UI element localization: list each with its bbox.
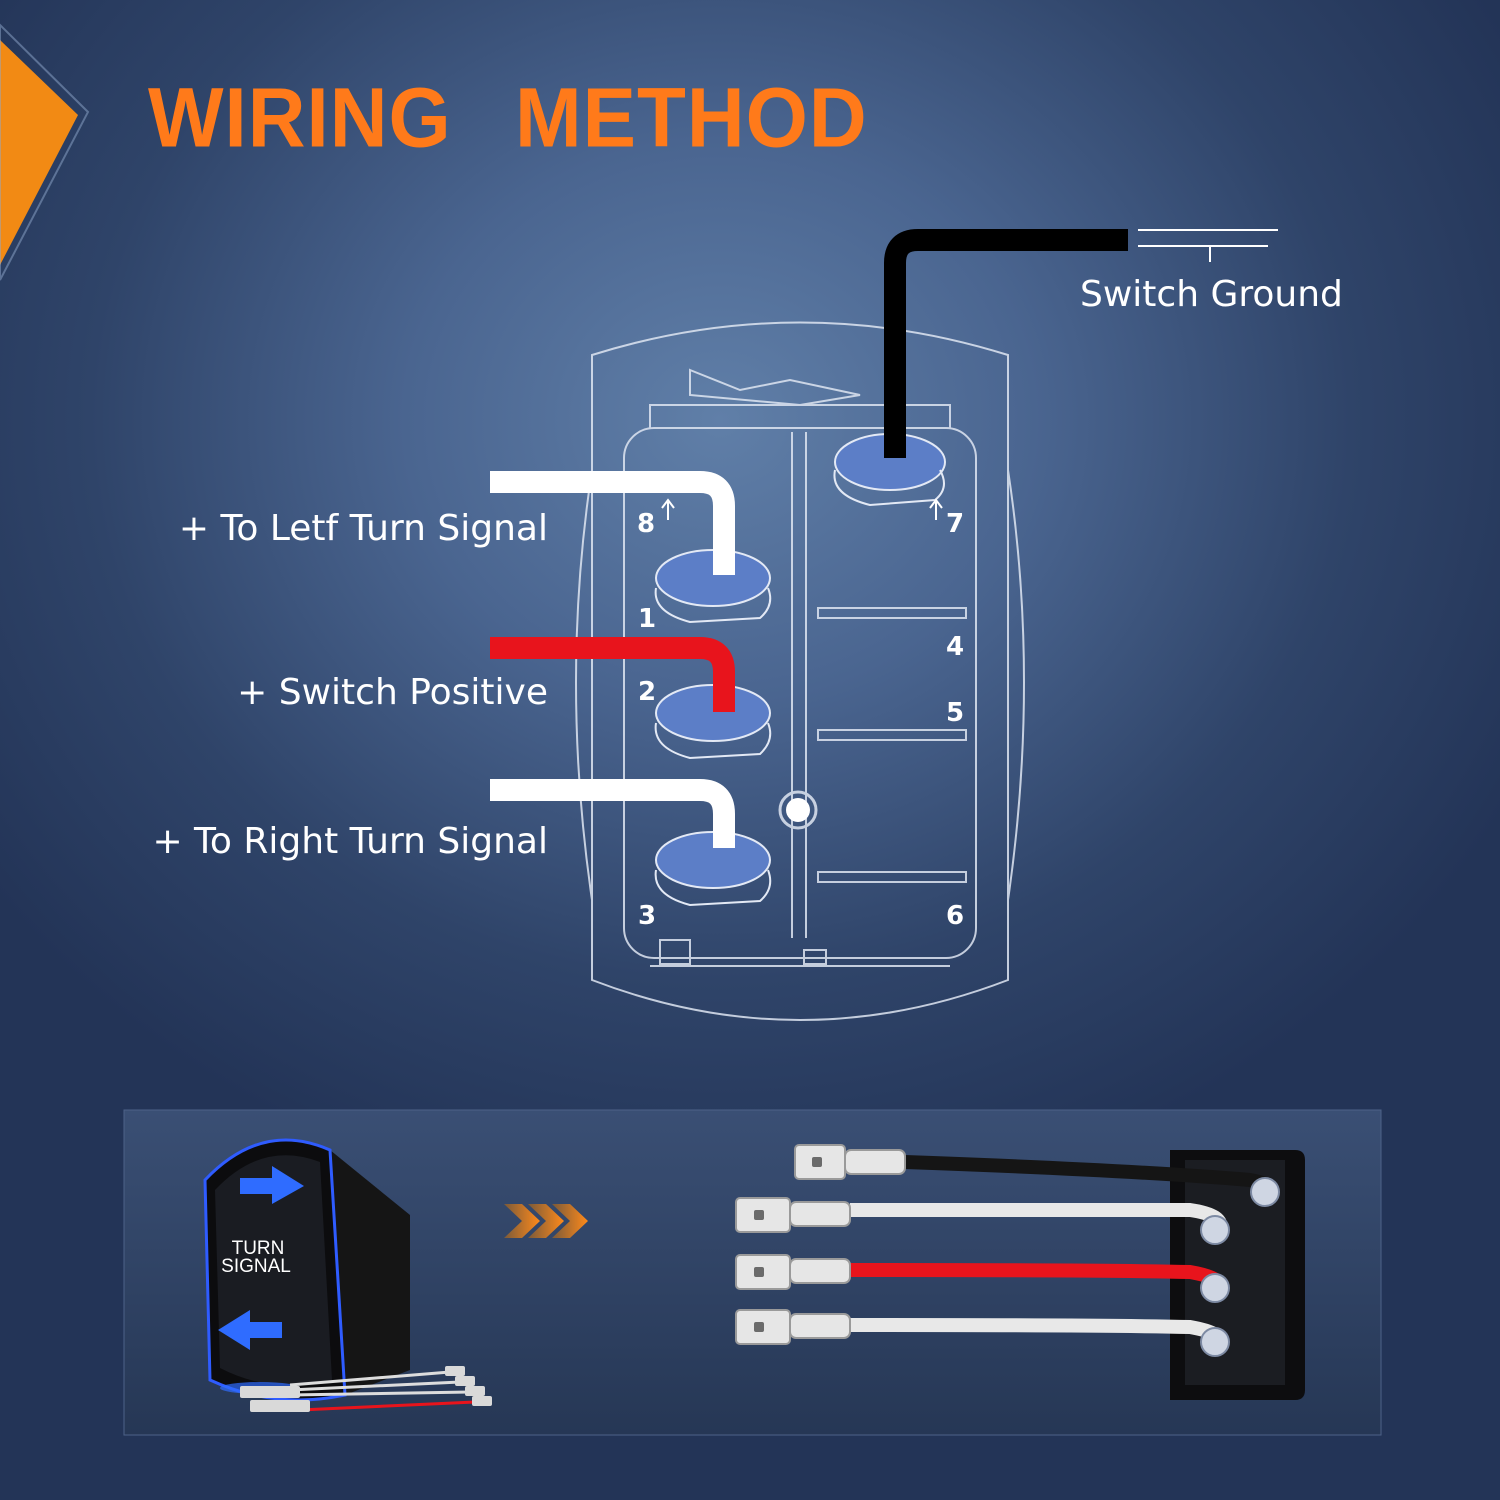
arrow-up-icon	[929, 498, 943, 520]
wire-harness	[735, 1144, 1305, 1400]
pin-5: 5	[946, 698, 964, 728]
rocker-switch-product: TURN SIGNAL	[203, 1138, 492, 1412]
terminals	[654, 433, 946, 907]
page-title: WIRING METHOD	[148, 70, 868, 167]
right-arrow-icon	[240, 1166, 304, 1204]
title-word-wiring: WIRING	[148, 71, 452, 165]
title-word-method: METHOD	[514, 71, 868, 165]
led-indicator	[786, 798, 810, 822]
orange-corner-triangle	[0, 40, 78, 265]
ground-symbol-icon	[1138, 229, 1278, 262]
label-switch-ground: Switch Ground	[1080, 274, 1343, 315]
wire-ground	[884, 229, 1128, 458]
chevron-right-triple-icon	[504, 1204, 588, 1238]
arrow-up-icon	[661, 498, 675, 520]
pin-6: 6	[946, 901, 964, 931]
label-left-turn: + To Letf Turn Signal	[178, 508, 548, 549]
wire-positive	[490, 637, 735, 712]
wire-left-turn	[490, 471, 735, 575]
switch-face-line1: TURN	[232, 1238, 285, 1259]
pin-2: 2	[638, 677, 656, 707]
left-arrow-icon	[218, 1310, 282, 1350]
pin-4: 4	[946, 632, 964, 662]
label-switch-positive: + Switch Positive	[237, 672, 548, 713]
pin-1: 1	[638, 604, 656, 634]
pin-3: 3	[638, 901, 656, 931]
wire-right-turn	[490, 779, 735, 848]
terminal-3	[654, 831, 772, 907]
pin-7: 7	[946, 509, 964, 539]
pin-8: 8	[637, 509, 655, 539]
switch-face-line2: SIGNAL	[221, 1256, 291, 1277]
switch-outline	[575, 321, 1025, 1021]
label-right-turn: + To Right Turn Signal	[152, 821, 548, 862]
